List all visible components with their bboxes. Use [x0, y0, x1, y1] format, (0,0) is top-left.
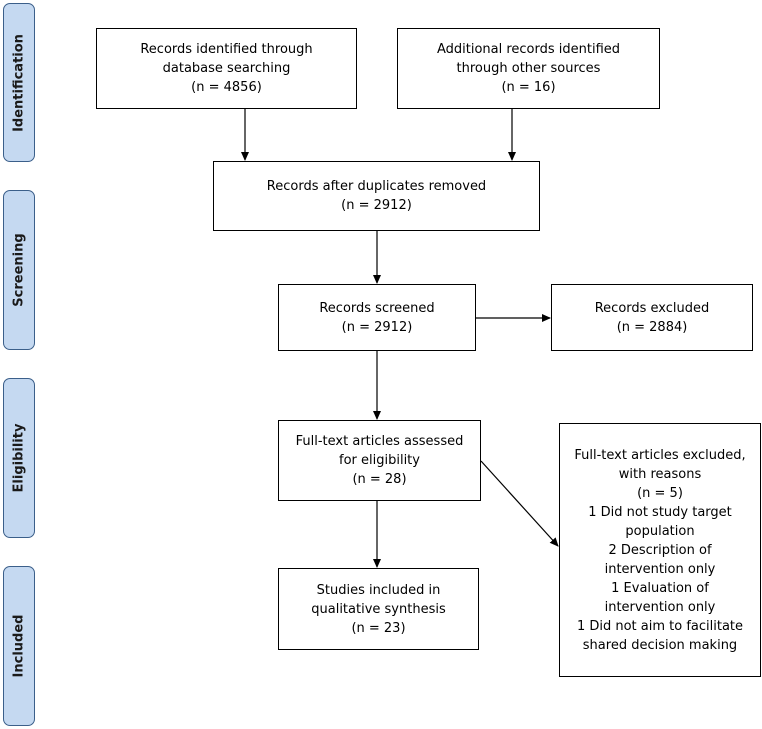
box-line: qualitative synthesis	[311, 601, 446, 617]
fulltext-excluded-box: Full-text articles excluded, with reason…	[559, 423, 761, 677]
phase-identification: Identification	[3, 3, 35, 162]
box-line: for eligibility	[339, 453, 420, 468]
box-line: (n = 16)	[501, 80, 556, 95]
box-line: Records screened	[319, 300, 435, 316]
box-line: Records identified through	[140, 42, 313, 57]
box-line: (n = 28)	[352, 472, 407, 487]
box-line: 1 Did not aim to facilitate	[576, 618, 744, 634]
studies-included-box: Studies included in qualitative synthesi…	[278, 568, 479, 650]
records-screened-box: Records screened (n = 2912)	[278, 284, 476, 351]
box-line: (n = 2912)	[341, 319, 413, 335]
box-line: Additional records identified	[436, 42, 621, 57]
box-line: 1 Did not study target	[588, 504, 732, 520]
records-excluded-box: Records excluded (n = 2884)	[551, 284, 753, 351]
duplicates-removed-box: Records after duplicates removed (n = 29…	[213, 161, 540, 231]
arrow-fulltext-to-excluded	[480, 460, 559, 547]
box-line: intervention only	[604, 599, 716, 615]
box-line: (n = 23)	[351, 620, 406, 636]
box-line: Studies included in	[316, 582, 441, 598]
database-records-box: Records identified through database sear…	[96, 28, 357, 109]
fulltext-assessed-box: Full-text articles assessed for eligibil…	[278, 420, 481, 501]
box-line: population	[625, 523, 695, 539]
box-line: intervention only	[604, 561, 716, 577]
phase-screening: Screening	[3, 190, 35, 350]
box-line: Full-text articles assessed	[295, 434, 464, 449]
box-line: with reasons	[618, 466, 702, 482]
phase-eligibility: Eligibility	[3, 378, 35, 538]
box-line: Records after duplicates removed	[266, 179, 487, 194]
box-line: 1 Evaluation of	[611, 580, 709, 596]
box-line: (n = 2912)	[341, 198, 412, 213]
box-line: (n = 4856)	[191, 80, 262, 95]
phase-included: Included	[3, 566, 35, 726]
box-line: database searching	[162, 61, 291, 76]
box-line: Full-text articles excluded,	[574, 447, 746, 463]
box-line: through other sources	[456, 61, 601, 76]
box-line: shared decision making	[582, 637, 738, 653]
box-line: 2 Description of	[608, 542, 712, 558]
other-sources-box: Additional records identified through ot…	[397, 28, 660, 109]
box-line: (n = 5)	[637, 485, 683, 501]
box-line: Records excluded	[594, 300, 710, 316]
box-line: (n = 2884)	[616, 319, 688, 335]
